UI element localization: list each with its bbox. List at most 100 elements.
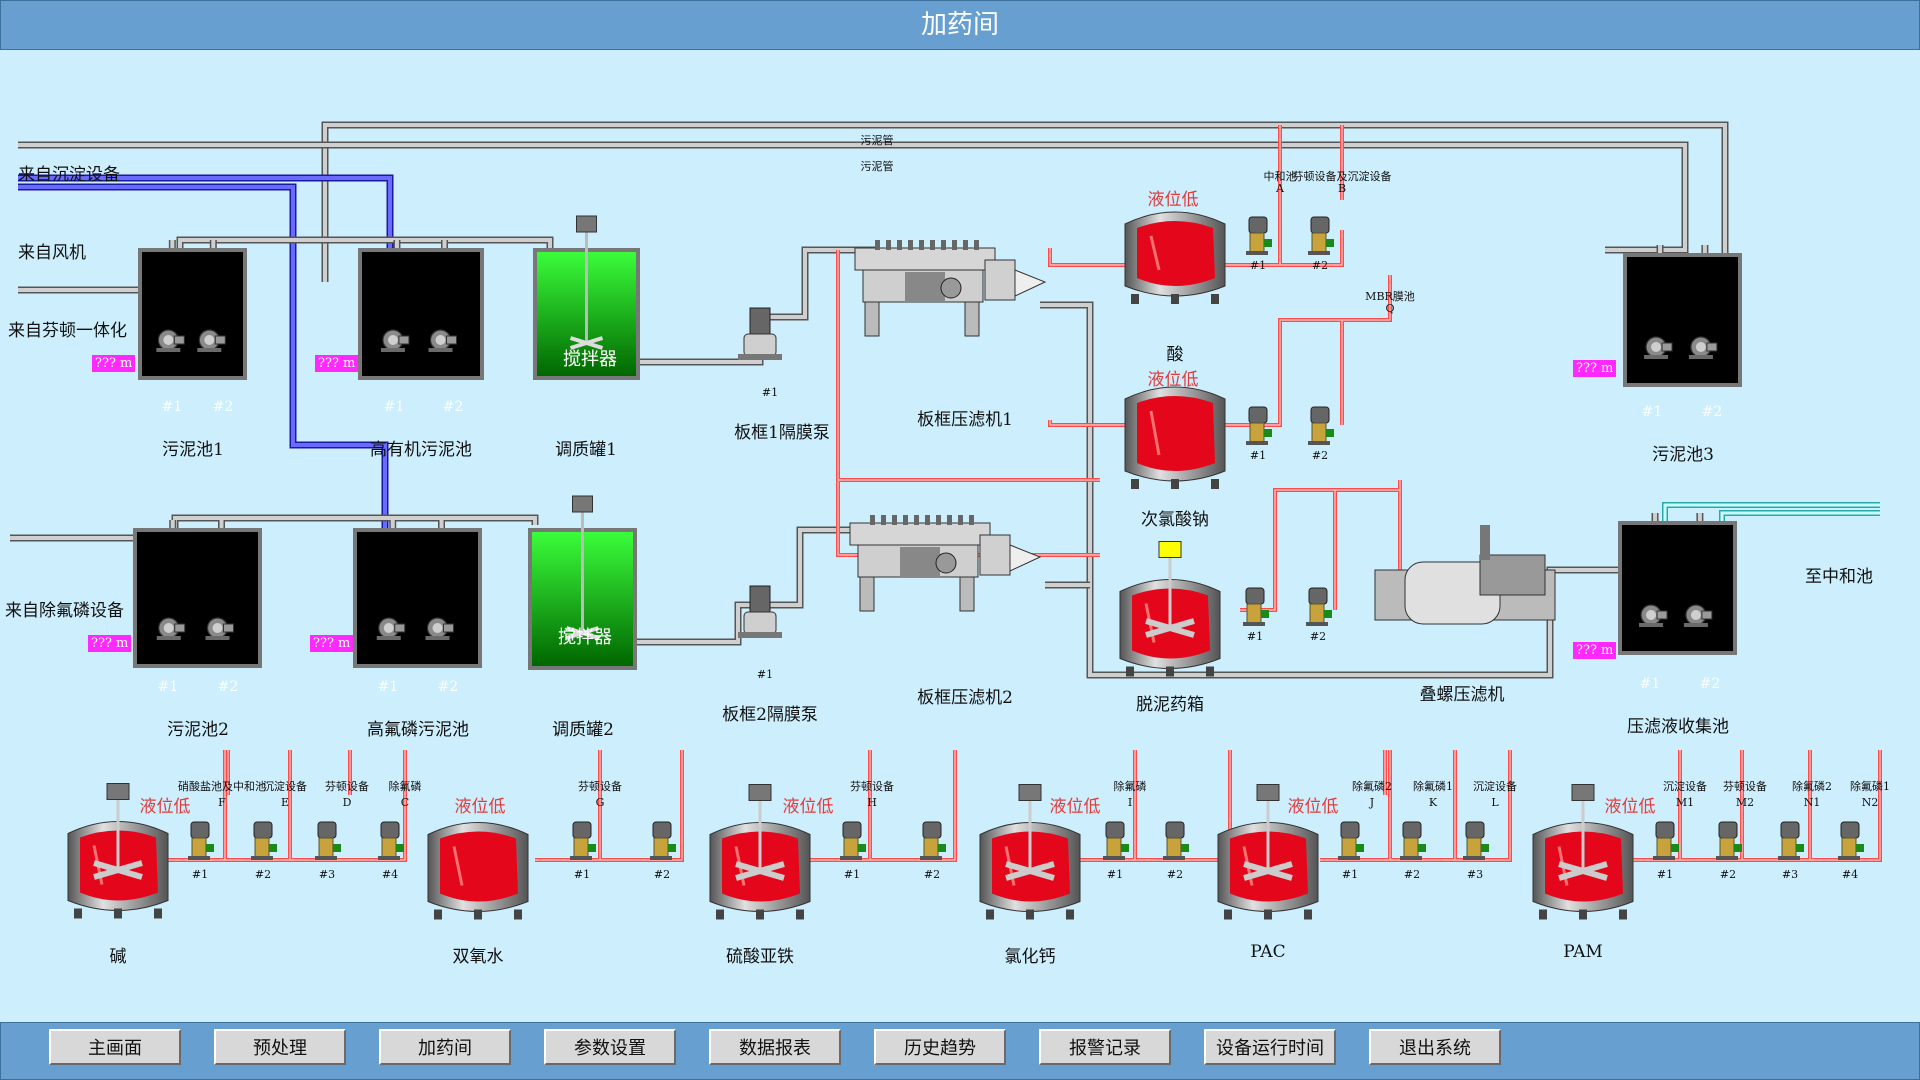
dosing-pump-dewater-1[interactable] [1243, 587, 1269, 626]
dosing-destination-label: 芬顿设备 [1723, 780, 1767, 793]
sludge-pump-icon[interactable] [156, 329, 185, 352]
sludge-pump-icon[interactable] [205, 617, 234, 640]
dosing-pump-alkali-4[interactable] [378, 821, 404, 860]
dosing-pump-acid-1[interactable] [1246, 216, 1272, 255]
dosing-pump-alkali-2[interactable] [251, 821, 277, 860]
dosing-pump-pac-1[interactable] [1338, 821, 1364, 860]
sludge-pump-icon[interactable] [156, 617, 186, 640]
dosing-pump-dewater-2[interactable] [1306, 587, 1332, 626]
sludge-tank-1[interactable] [138, 248, 247, 380]
h2o2-tank[interactable] [427, 822, 529, 920]
dosing-pump-cacl-1[interactable] [1103, 821, 1129, 860]
sludge-pump-icon[interactable] [1683, 604, 1713, 627]
filter-press-1[interactable] [854, 240, 1047, 337]
pump-tag: #2 [212, 399, 234, 415]
dosing-pump-alkali-3[interactable] [315, 821, 341, 860]
pump-tag: #1 [761, 386, 779, 399]
dosing-pump-ferrous-2[interactable] [920, 821, 946, 860]
nav-button-6[interactable]: 历史趋势 [874, 1029, 1006, 1065]
sludge-tank-name: 污泥池3 [1652, 445, 1714, 465]
conditioning-tank-2[interactable] [528, 495, 637, 670]
sludge-pump-icon[interactable] [1688, 336, 1718, 359]
sludge-tank-4[interactable] [353, 528, 482, 668]
dosing-destination-label: 沉淀设备 [263, 780, 307, 793]
sludge-pump-icon[interactable] [376, 617, 406, 640]
dosing-code-label: L [1491, 796, 1499, 809]
nav-button-3[interactable]: 加药间 [379, 1029, 511, 1065]
dosing-destination-label: 除氟磷2 [1352, 780, 1392, 793]
ferrous-tank[interactable] [709, 784, 811, 920]
hypochlorite-tank[interactable] [1124, 386, 1226, 489]
pump-tag: #2 [1309, 630, 1327, 643]
dosing-pump-h2o2-2[interactable] [650, 821, 676, 860]
dosing-destination-label: MBR膜池 [1365, 290, 1415, 303]
sludge-tank-2[interactable] [358, 248, 484, 380]
sludge-pump-icon[interactable] [380, 329, 410, 352]
sludge-tank-5[interactable] [1623, 253, 1742, 387]
dosing-pump-pam-4[interactable] [1838, 821, 1864, 860]
nav-button-2[interactable]: 预处理 [214, 1029, 346, 1065]
fenton-inlet-label: 来自芬顿一体化 [8, 321, 127, 341]
acid-tank[interactable] [1124, 211, 1226, 304]
pam-tank[interactable] [1532, 784, 1634, 920]
pump-tag: #2 [217, 679, 239, 695]
screw-press[interactable] [1374, 525, 1556, 625]
dosing-pump-pam-2[interactable] [1716, 821, 1742, 860]
dewater-tank[interactable] [1119, 541, 1221, 677]
dosing-pump-ferrous-1[interactable] [840, 821, 866, 860]
sludge-pump-icon[interactable] [1639, 604, 1668, 627]
sediment-inlet-label: 来自沉淀设备 [18, 165, 120, 185]
chem-tank-name: 次氯酸钠 [1141, 510, 1209, 530]
nav-button-7[interactable]: 报警记录 [1039, 1029, 1171, 1065]
level-low-warning: 液位低 [1147, 190, 1199, 210]
chem-tank-name: 氯化钙 [1004, 947, 1056, 967]
dosing-pump-cacl-2[interactable] [1163, 821, 1189, 860]
dosing-pump-acid-2[interactable] [1308, 216, 1334, 255]
dosing-destination-label: 芬顿设备及沉淀设备 [1292, 170, 1392, 183]
pump-tag: #2 [1166, 868, 1184, 881]
outlet-label: 至中和池 [1805, 567, 1873, 587]
nav-button-5[interactable]: 数据报表 [709, 1029, 841, 1065]
sludge-pump-icon[interactable] [428, 329, 458, 352]
sludge-pump-icon[interactable] [197, 329, 226, 352]
filter-press-2[interactable] [849, 515, 1042, 612]
dosing-pump-alkali-1[interactable] [188, 821, 214, 860]
diaphragm-pump-1[interactable] [738, 307, 782, 360]
sludge-tank-6[interactable] [1618, 521, 1737, 655]
dosing-pump-pam-3[interactable] [1778, 821, 1804, 860]
dosing-pump-hypochlorite-2[interactable] [1308, 406, 1334, 445]
nav-button-9[interactable]: 退出系统 [1369, 1029, 1501, 1065]
pump-tag: #1 [1249, 449, 1267, 462]
dosing-pump-pac-3[interactable] [1463, 821, 1489, 860]
dosing-pump-hypochlorite-1[interactable] [1246, 406, 1272, 445]
pump-tag: #1 [1641, 404, 1663, 420]
pac-tank[interactable] [1217, 784, 1319, 920]
sludge-pump-icon[interactable] [1644, 336, 1673, 359]
dosing-code-label: J [1369, 796, 1375, 809]
nav-button-8[interactable]: 设备运行时间 [1204, 1029, 1336, 1065]
nav-button-1[interactable]: 主画面 [49, 1029, 181, 1065]
dosing-pump-pac-2[interactable] [1400, 821, 1426, 860]
conditioning-tank-1[interactable] [533, 215, 640, 380]
sludge-pump-icon[interactable] [425, 617, 454, 640]
pump-tag: #2 [1701, 404, 1723, 420]
nav-button-4[interactable]: 参数设置 [544, 1029, 676, 1065]
dosing-destination-label: 芬顿设备 [850, 780, 894, 793]
pump-tag: #2 [1311, 259, 1329, 272]
pump-tag: #4 [381, 868, 399, 881]
tank-level-readout: ??? m [1573, 360, 1617, 377]
sludge-tank-name: 高氟磷污泥池 [367, 720, 469, 740]
level-low-warning: 液位低 [1049, 797, 1101, 817]
dosing-destination-label: 硝酸盐池及中和池 [178, 780, 266, 793]
chem-tank-name: PAM [1563, 942, 1603, 962]
dosing-destination-label: 除氟磷 [1113, 780, 1147, 793]
dosing-destination-label: 中和池 [1263, 170, 1297, 183]
sludge-tank-3[interactable] [133, 528, 262, 668]
level-low-warning: 液位低 [1287, 797, 1339, 817]
filter-press-name: 板框压滤机2 [917, 688, 1013, 708]
alkali-tank[interactable] [67, 783, 169, 919]
diaphragm-pump-2[interactable] [738, 585, 782, 638]
dosing-pump-pam-1[interactable] [1653, 821, 1679, 860]
cacl-tank[interactable] [979, 784, 1081, 920]
dosing-pump-h2o2-1[interactable] [570, 821, 596, 860]
